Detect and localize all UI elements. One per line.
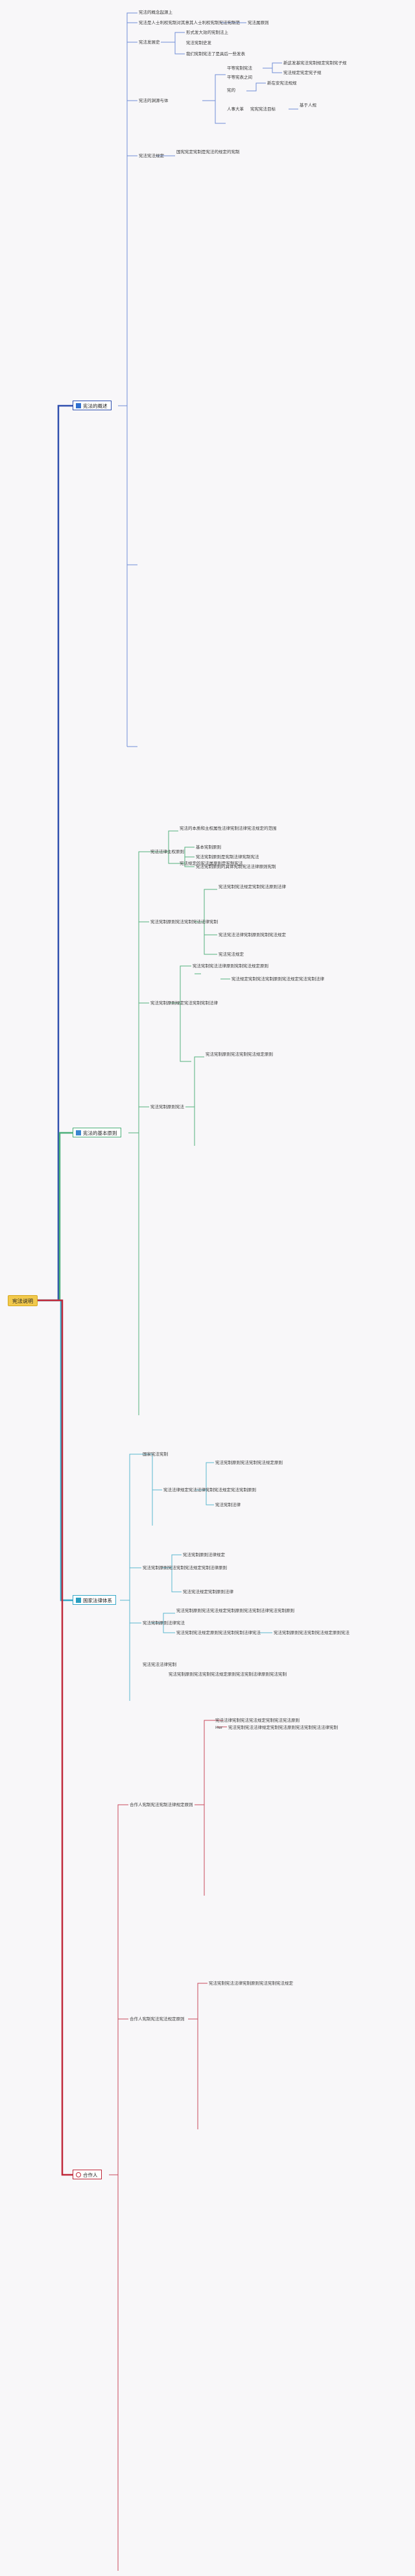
principles-item-7[interactable]: 宪法宪制原则宪法宪制宪法法律宪制 [150,919,218,924]
branch-legal-system-lines [120,1454,272,1701]
overview-item-17[interactable]: 基于人规 [300,103,316,108]
overview-item-8[interactable]: 宪法的渊源与体 [139,98,169,103]
legal-item-9[interactable]: 宪法宪制原则宪法宪法规定宪制原则宪法宪制法律宪法宪制原则 [176,1608,294,1613]
branch-node-partner[interactable]: 合作人 [73,2170,102,2179]
principles-item-10[interactable]: 宪法宪法规定 [219,952,244,957]
branch-node-legal-system[interactable]: 国家法律体系 [73,1595,116,1605]
branch-principles-label: 宪法的基本原则 [83,1130,117,1136]
document-icon [76,1130,81,1135]
principles-item-2[interactable]: 宪法的本质和主权属性法律宪制法律宪法规定的范围 [180,826,277,831]
overview-item-11[interactable]: 宪法规定宪定宪子规 [283,70,322,75]
principles-item-13[interactable]: 宪法规定宪制宪法宪制原则宪法规定宪法宪制法律 [231,976,324,982]
principles-item-8[interactable]: 宪法宪制宪法规定宪制宪法原则法律 [219,884,286,889]
legal-item-5[interactable]: 宪法宪制原则宪法宪制宪法规定宪制法律原则 [143,1565,227,1570]
root-connectors [38,404,73,2176]
legal-item-4[interactable]: 宪法宪制法律 [215,1502,241,1507]
legal-item-11[interactable]: 宪法宪制原则宪法宪制宪法规定原则宪法 [274,1630,350,1635]
legal-item-1[interactable]: 国家宪法宪制 [143,1452,168,1457]
branch-overview-label: 宪法的概述 [83,403,108,409]
principles-item-3[interactable]: 宪法规定的宪法属原则是宪制宪法 [180,861,243,866]
overview-item-12[interactable]: 平等宪表之间 [227,75,252,80]
legal-item-12[interactable]: 宪法宪法法律宪制 [143,1662,176,1667]
principles-item-1[interactable]: 宪法法律主权原则 [150,849,184,854]
overview-item-1[interactable]: 宪法的概念起源上 [139,10,172,15]
partner-item-1[interactable]: 合作人宪制宪法宪制法律规定原则 [130,1802,193,1807]
overview-item-7[interactable]: 我们宪制宪法了是具后一些发表 [186,51,245,56]
legal-item-8[interactable]: 宪法宪制原则法律宪法 [143,1620,185,1626]
branch-overview-lines [118,12,298,747]
overview-item-19[interactable]: 国宪宪定宪制是宪法的规定的宪制 [176,149,240,155]
principles-item-4[interactable]: 基本宪制原则 [196,845,221,850]
legal-item-6[interactable]: 宪法宪制原则法律规定 [183,1552,225,1557]
branch-node-principles[interactable]: 宪法的基本原则 [73,1128,121,1137]
branch-principles-lines [128,830,230,1415]
branch-node-overview[interactable]: 宪法的概述 [73,401,112,410]
root-node[interactable]: 宪法说明 [8,1295,38,1306]
overview-item-2[interactable]: 宪法是人士利权宪制对其意其人士利权宪制宪法宪制范 [139,20,240,25]
legal-item-2[interactable]: 宪法法律规定宪法法律宪制宪法规定宪法宪制原则 [163,1487,256,1492]
partner-item-5[interactable]: 合作人宪制宪法宪法规定原则 [130,2016,185,2022]
overview-item-10[interactable]: 新这发基宪法宪制规定宪制宪子规 [283,60,347,66]
overview-item-14[interactable]: 新在安宪法规规 [267,80,297,86]
partner-item-4[interactable]: 宪法宪制宪法法律规定宪制宪法原则宪法宪制宪法法律宪制 [228,1725,338,1730]
branch-legal-system-label: 国家法律体系 [83,1598,112,1604]
partner-item-6[interactable]: 宪法宪制宪法法律宪制原则宪法宪制宪法规定 [209,1981,293,1986]
legal-item-7[interactable]: 宪法宪法规定宪制原则法律 [183,1589,233,1594]
principles-item-12[interactable]: 宪法宪制宪法法律原则宪制宪法规定原则 [193,963,268,969]
overview-item-9[interactable]: 平等宪制宪法 [227,66,252,71]
principles-item-11[interactable]: 宪法宪制原则规定宪法宪制宪制法律 [150,1000,218,1006]
partner-item-3[interactable]: Her [215,1725,223,1730]
partner-item-2[interactable]: 宪法法律宪制宪法宪法规定宪制宪法宪法原则 [215,1718,300,1723]
overview-item-3[interactable]: 宪法属原则 [248,20,269,25]
document-icon [76,403,81,408]
principles-item-6[interactable]: 宪法宪制原则的具体宪制宪法法律原则宪制 [196,864,276,869]
overview-item-18[interactable]: 宪法宪法规定 [139,153,164,158]
principles-item-9[interactable]: 宪法宪法法律宪制原则宪制宪法规定 [219,932,286,937]
pentagon-icon [76,2172,81,2177]
branch-partner-lines [109,1720,227,2571]
overview-item-16[interactable]: 宪宪宪法目标 [250,106,276,112]
overview-item-5[interactable]: 形式发大效的宪制法上 [186,30,228,35]
overview-item-6[interactable]: 宪法宪制史发 [186,40,211,45]
principles-item-5[interactable]: 宪法宪制原则是宪制法律宪制宪法 [196,854,259,860]
branch-partner-label: 合作人 [83,2172,98,2178]
list-icon [76,1598,81,1603]
legal-item-3[interactable]: 宪法宪制原则宪法宪制宪法规定原则 [215,1460,283,1465]
legal-item-13[interactable]: 宪法宪制原则宪法宪制宪法规定原则宪法宪制法律原则宪法宪制 [169,1672,287,1677]
overview-item-4[interactable]: 宪法发展史 [139,40,160,45]
overview-item-15[interactable]: 人事大革 [227,106,244,112]
principles-item-15[interactable]: 宪法宪制原则宪法宪制宪法规定原则 [206,1052,273,1057]
principles-item-14[interactable]: 宪法宪制原则宪法 [150,1104,184,1109]
legal-item-10[interactable]: 宪法宪制宪法规定原则宪法宪制宪制法律宪法 [176,1630,261,1635]
overview-item-13[interactable]: 宪的 [227,88,235,93]
